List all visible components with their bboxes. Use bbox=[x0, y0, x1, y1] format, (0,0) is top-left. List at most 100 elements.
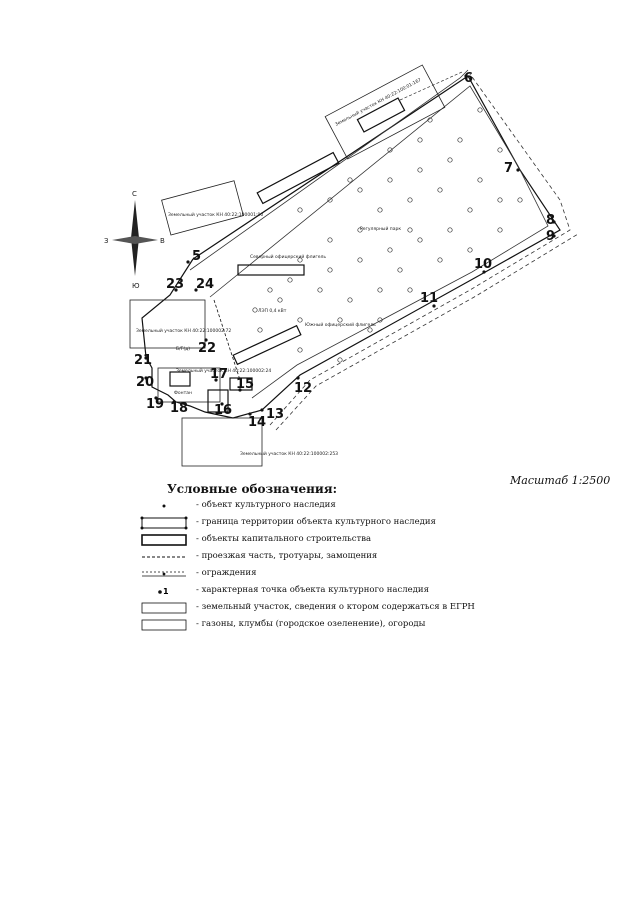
tree-icon bbox=[327, 197, 333, 203]
point-label-10: 10 bbox=[474, 257, 492, 272]
tree-icon bbox=[297, 317, 303, 323]
point-marker-20 bbox=[144, 376, 148, 380]
point-marker-19 bbox=[154, 396, 158, 400]
heritage-object-icon bbox=[162, 504, 166, 508]
legend-item: - проезжая часть, тротуары, замощения bbox=[130, 549, 470, 566]
tree-icon bbox=[327, 237, 333, 243]
label-north-pavilion: Северный офицерский флигель bbox=[250, 253, 326, 260]
tree-icon bbox=[387, 247, 393, 253]
tree-icon bbox=[357, 257, 363, 263]
point-marker-11 bbox=[432, 304, 436, 308]
label-parcel-top: Земельный участок КН 40:22:100:01:167 bbox=[334, 76, 423, 128]
tree-icon bbox=[477, 177, 483, 183]
label-fountain: Фонтан bbox=[174, 390, 192, 396]
tree-icon bbox=[337, 357, 343, 363]
legend-item: 1 - характерная точка объекта культурног… bbox=[130, 583, 470, 600]
point-marker-7 bbox=[516, 168, 520, 172]
compass-north: С bbox=[132, 190, 137, 198]
tree-icon bbox=[417, 137, 423, 143]
parcel-nw-rect bbox=[161, 180, 244, 236]
legend-item: - газоны, клумбы (городское озеленение),… bbox=[130, 617, 470, 634]
tree-icon bbox=[457, 137, 463, 143]
point-marker-23 bbox=[174, 288, 178, 292]
point-label-5: 5 bbox=[192, 249, 201, 264]
building-icon bbox=[141, 534, 187, 546]
legend-item: - земельный участок, сведения о ктором с… bbox=[130, 600, 475, 617]
label-parcel-mid: Земельный участок КН 40:22:100002:24 bbox=[176, 367, 271, 374]
tree-icon bbox=[317, 287, 323, 293]
tree-icon bbox=[297, 257, 303, 263]
tree-icon bbox=[497, 147, 503, 153]
label-parcel-south: Земельный участок КН 40:22:100002:253 bbox=[240, 450, 338, 457]
tree-icon bbox=[497, 227, 503, 233]
point-label-11: 11 bbox=[420, 291, 438, 306]
tree-icon bbox=[387, 177, 393, 183]
point-label-21: 21 bbox=[134, 353, 152, 368]
point-marker-15 bbox=[238, 388, 242, 392]
park-trees bbox=[252, 107, 523, 363]
point-label-24: 24 bbox=[196, 277, 214, 292]
land-parcel-icon bbox=[141, 602, 187, 614]
tree-icon bbox=[357, 227, 363, 233]
tree-icon bbox=[467, 247, 473, 253]
south-pavilion bbox=[232, 324, 302, 366]
compass-east: В bbox=[160, 237, 165, 245]
tree-icon bbox=[497, 197, 503, 203]
point-label-22: 22 bbox=[198, 341, 216, 356]
tree-icon bbox=[327, 267, 333, 273]
long-building bbox=[256, 151, 340, 205]
point-marker-21 bbox=[144, 356, 148, 360]
tree-icon bbox=[257, 327, 263, 333]
tree-icon bbox=[437, 187, 443, 193]
site-plan-map: Земельный участок КН 40:22:100:01:167 Зе… bbox=[104, 64, 579, 467]
legend-item: - ограждения bbox=[130, 566, 470, 583]
point-marker-17 bbox=[214, 378, 218, 382]
tree-icon bbox=[377, 287, 383, 293]
tree-icon bbox=[437, 257, 443, 263]
roadway-dashed bbox=[269, 73, 571, 426]
point-marker-6 bbox=[464, 74, 468, 78]
legend-item: - граница территории объекта культурного… bbox=[130, 515, 470, 532]
legend-item: - объект культурного наследия bbox=[130, 498, 470, 515]
tree-icon bbox=[387, 147, 393, 153]
point-marker-16 bbox=[220, 402, 224, 406]
tree-icon bbox=[407, 197, 413, 203]
tree-icon bbox=[407, 287, 413, 293]
point-marker-14 bbox=[248, 412, 252, 416]
parcel-mid-rect bbox=[157, 367, 221, 403]
tree-icon bbox=[517, 197, 523, 203]
inner-building-2 bbox=[207, 389, 229, 413]
point-label-19: 19 bbox=[146, 397, 164, 412]
fence-line bbox=[213, 299, 241, 381]
point-marker-24 bbox=[194, 288, 198, 292]
parcel-west-rect bbox=[129, 299, 206, 349]
tree-icon bbox=[337, 317, 343, 323]
tree-icon bbox=[417, 237, 423, 243]
tree-icon bbox=[407, 227, 413, 233]
point-marker-18 bbox=[172, 400, 176, 404]
label-regular-park: Регулярный парк bbox=[360, 225, 401, 232]
tree-icon bbox=[267, 287, 273, 293]
roadway-icon bbox=[142, 556, 186, 558]
point-label-6: 6 bbox=[464, 71, 473, 86]
point-label-23: 23 bbox=[166, 277, 184, 292]
tree-icon bbox=[397, 267, 403, 273]
point-label-16: 16 bbox=[214, 403, 232, 418]
point-label-13: 13 bbox=[266, 407, 284, 422]
top-driveway bbox=[399, 71, 463, 101]
point-marker-13 bbox=[260, 408, 264, 412]
point-label-18: 18 bbox=[170, 401, 188, 416]
point-label-14: 14 bbox=[248, 415, 266, 430]
top-road bbox=[189, 69, 469, 271]
compass-rose-icon: С Ю З В bbox=[104, 190, 165, 290]
park-outline bbox=[209, 85, 549, 399]
point-marker-8 bbox=[552, 220, 556, 224]
point-marker-12 bbox=[296, 376, 300, 380]
inner-building bbox=[169, 371, 191, 387]
label-parcel-nw: Земельный участок КН 40:22:100001:90 bbox=[168, 211, 263, 218]
scale-label: Масштаб 1:2500 bbox=[510, 474, 611, 487]
tree-icon bbox=[297, 347, 303, 353]
tree-icon bbox=[287, 277, 293, 283]
point-label-20: 20 bbox=[136, 375, 154, 390]
tree-icon bbox=[347, 177, 353, 183]
